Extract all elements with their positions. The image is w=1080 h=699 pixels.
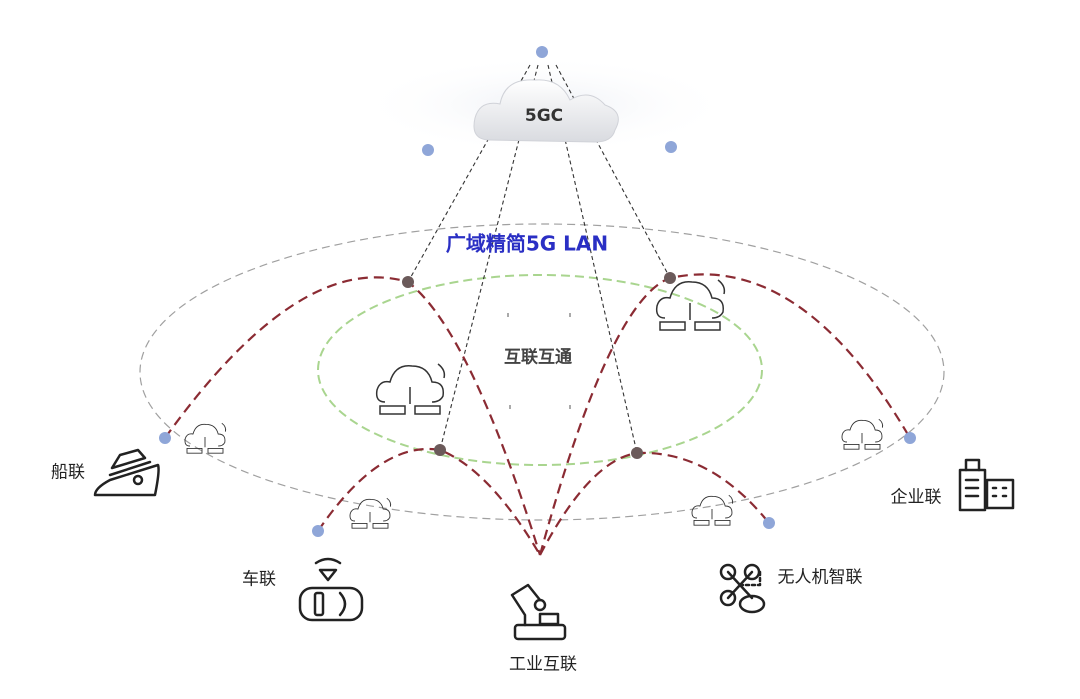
red-arcs xyxy=(164,273,911,556)
label-industry: 工业互联 xyxy=(509,654,577,675)
core-label: 5GC xyxy=(524,106,564,126)
label-enterprise: 企业联 xyxy=(890,487,942,508)
robot-arm-icon xyxy=(510,583,567,641)
edge-cloud-icon xyxy=(691,494,734,526)
drone-icon xyxy=(719,563,766,614)
car-icon xyxy=(298,557,364,622)
edge-cloud-icon xyxy=(841,418,884,450)
base-station-nodes xyxy=(159,46,916,537)
inner-ring xyxy=(317,274,763,466)
edge-cloud-icon xyxy=(655,279,726,331)
network-title: 广域精简5G LAN xyxy=(445,231,609,256)
label-drone: 无人机智联 xyxy=(777,567,863,588)
center-label: 互联互通 xyxy=(504,347,572,368)
label-car: 车联 xyxy=(242,569,276,590)
edge-cloud-icon xyxy=(184,422,227,454)
relay-nodes xyxy=(402,272,676,459)
core-cloud-icon xyxy=(473,79,619,143)
label-ship: 船联 xyxy=(51,462,85,483)
center-markers xyxy=(507,313,571,409)
edge-cloud-icon xyxy=(375,363,446,415)
ship-icon xyxy=(93,448,160,497)
outer-ring xyxy=(139,223,945,521)
edge-cloud-icons xyxy=(184,279,884,529)
edge-cloud-icon xyxy=(349,497,392,529)
building-icon xyxy=(958,458,1015,512)
